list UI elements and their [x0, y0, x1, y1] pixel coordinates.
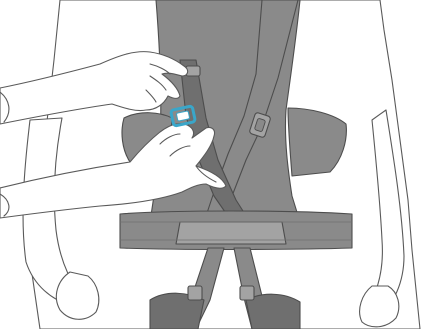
- wearer-right-hand: [359, 285, 400, 328]
- buckle-icon: [169, 104, 197, 128]
- helper-hands: [0, 51, 227, 219]
- lower-buckle-right: [239, 285, 255, 301]
- waist-belt-center: [175, 221, 287, 245]
- waist-belt: [119, 210, 353, 251]
- highlighted-buckle: [169, 104, 197, 128]
- helper-lower-hand: [0, 122, 227, 219]
- wearer-left-hand: [55, 271, 100, 320]
- helper-lower-sleeve: [0, 193, 10, 217]
- helper-upper-hand: [0, 51, 189, 125]
- carrier-right-wing: [287, 107, 347, 177]
- carrier-lower: [149, 247, 301, 329]
- helper-upper-sleeve: [0, 91, 10, 123]
- lower-buckle-left: [187, 285, 203, 301]
